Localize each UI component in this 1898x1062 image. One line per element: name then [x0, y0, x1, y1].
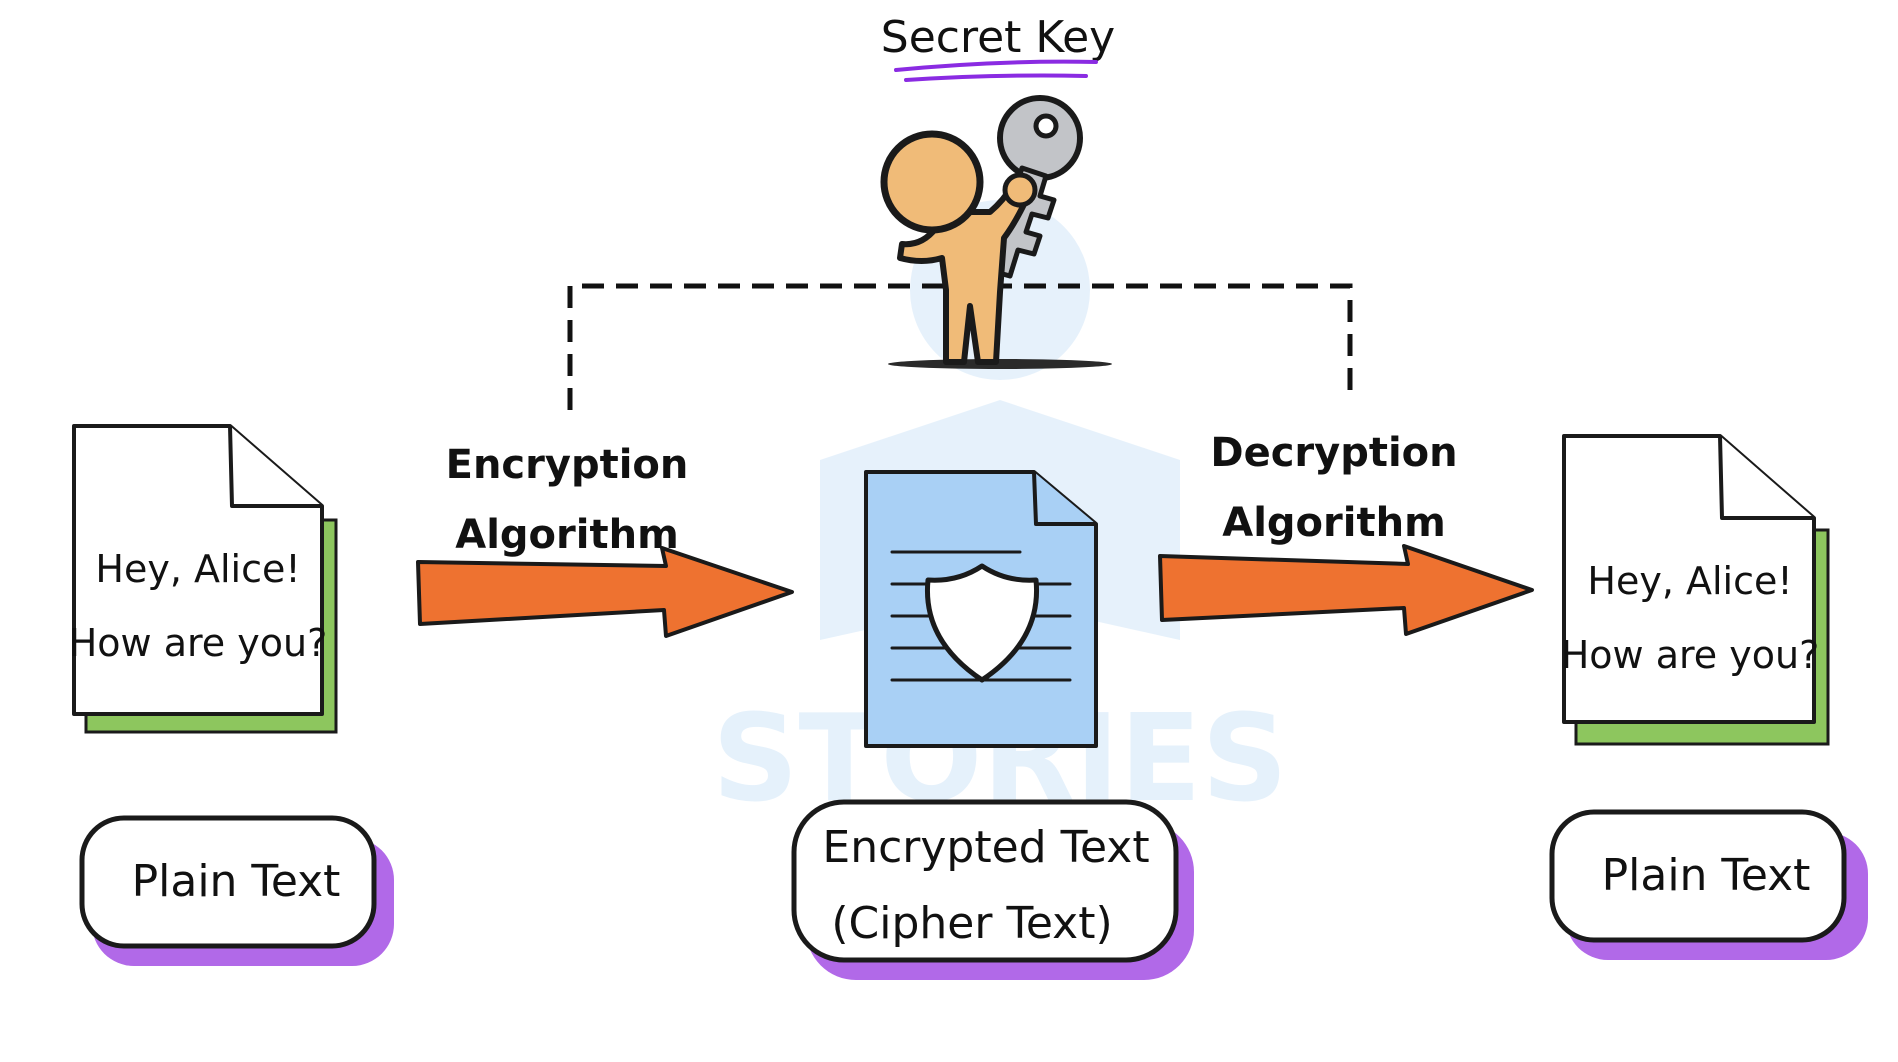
encryption-arrow — [416, 546, 794, 638]
decryption-algorithm-label-line-1: Decryption — [1210, 430, 1457, 476]
shield-icon — [924, 563, 1040, 683]
left-label-text: Plain Text — [132, 856, 341, 907]
cipher-document — [864, 470, 1098, 748]
decryption-arrow — [1158, 544, 1534, 636]
encrypted-text-label: Encrypted Text (Cipher Text) — [791, 799, 1194, 980]
left-plain-document: Hey, Alice! How are you? — [69, 424, 338, 734]
ground-shadow — [888, 359, 1112, 369]
left-plain-text-label: Plain Text — [79, 815, 394, 966]
right-plain-document: Hey, Alice! How are you? — [1561, 434, 1830, 746]
right-document-line-2: How are you? — [1561, 633, 1820, 677]
secret-key-underline — [894, 59, 1098, 82]
person-head — [880, 130, 984, 234]
secret-key-title: Secret Key — [881, 12, 1115, 63]
decryption-algorithm-label-line-2: Algorithm — [1222, 500, 1446, 546]
right-document-fold — [1718, 435, 1814, 520]
encryption-algorithm-label-line-2: Algorithm — [455, 512, 679, 558]
left-document-line-1: Hey, Alice! — [95, 547, 300, 591]
right-label-text: Plain Text — [1602, 850, 1811, 901]
left-label-box — [79, 815, 377, 949]
encryption-algorithm-label-line-1: Encryption — [446, 442, 689, 488]
person-hand — [1002, 172, 1038, 208]
right-label-box — [1549, 809, 1847, 943]
person-with-key-icon — [880, 95, 1112, 369]
center-label-box — [791, 799, 1179, 963]
left-document-line-2: How are you? — [69, 621, 328, 665]
right-plain-text-label: Plain Text — [1549, 809, 1868, 960]
cipher-document-fold — [1032, 471, 1096, 526]
left-document-fold — [228, 425, 322, 508]
center-label-line-1: Encrypted Text — [822, 822, 1149, 873]
center-label-line-2: (Cipher Text) — [831, 898, 1112, 949]
right-document-line-1: Hey, Alice! — [1587, 559, 1792, 603]
